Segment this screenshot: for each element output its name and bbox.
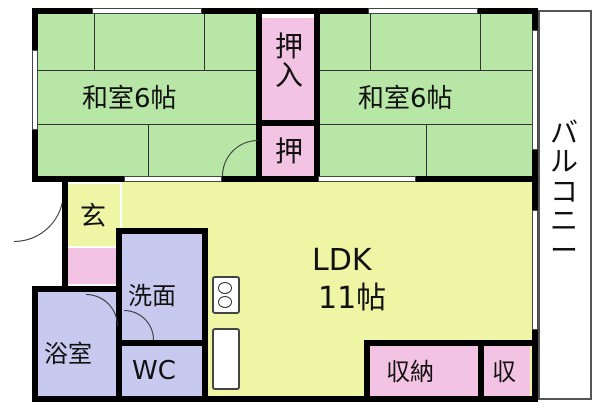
genkan [68,184,120,246]
window-top-center [92,8,202,14]
wall-top [32,8,538,14]
ldk-name: LDK [312,243,372,278]
window-balcony-upper [532,30,538,150]
oshiire-top-label: 押 入 [274,30,303,93]
genkan-shoebox [68,248,120,284]
oshiire-top [262,18,316,120]
washitsu-right-label: 和室6帖 [358,84,453,114]
washitsu-left [38,14,260,176]
wc-label: WC [132,356,176,386]
shu-label: 収 [492,358,516,386]
window-balcony-lower [532,210,538,330]
balcony [538,10,592,400]
oshi [262,126,316,176]
wall-bottom [32,396,538,402]
oshi-label: 押 [275,135,304,168]
wall-left-lower [32,286,38,402]
shuno-label: 収納 [386,358,434,386]
window-top-right [368,8,478,14]
shu [484,346,530,396]
window-left-room [32,50,38,130]
yokushitsu-label: 浴室 [44,340,92,368]
shuno [370,346,478,396]
ldk-size: 11帖 [318,281,387,316]
balcony-label: バ ル コ ニ ー [549,116,578,267]
wall-right [532,8,538,402]
wc [122,344,204,396]
genkan-label: 玄 [80,202,107,232]
wall-genkan-left [62,176,68,288]
kitchen-sink [212,328,240,390]
washitsu-left-label: 和室6帖 [82,84,177,114]
senmen-label: 洗面 [128,282,176,310]
